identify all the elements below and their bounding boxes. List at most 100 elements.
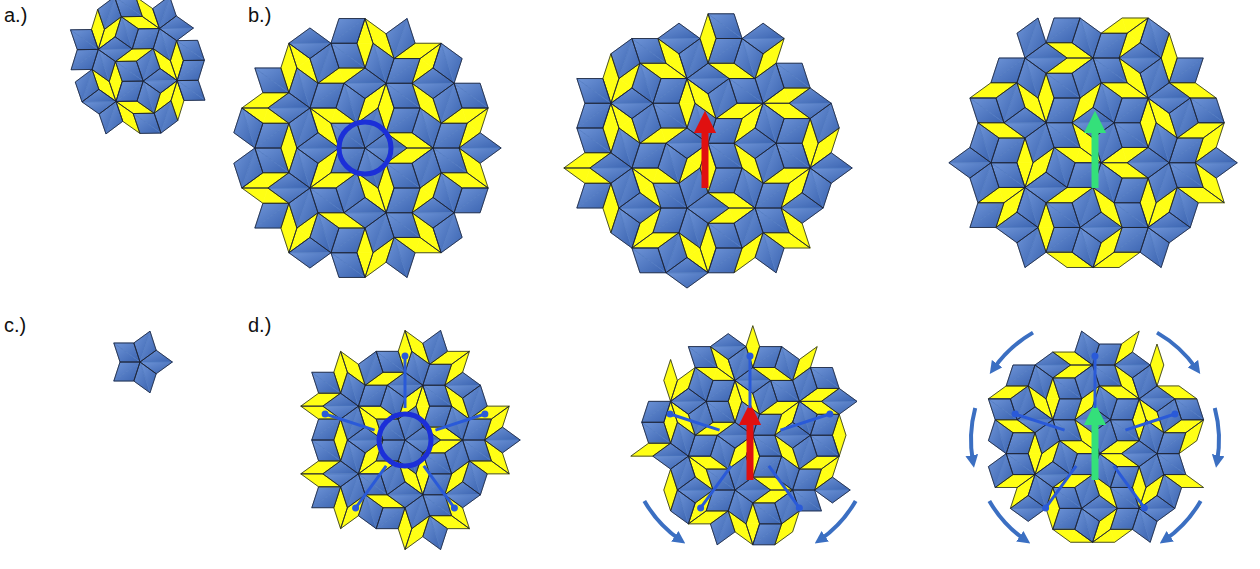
tile-edge xyxy=(318,213,339,253)
rhombus-half xyxy=(412,213,433,238)
tile-edge xyxy=(728,347,746,381)
tile-edge xyxy=(1127,18,1148,43)
tile-edge xyxy=(611,88,653,103)
tile-edge xyxy=(793,360,811,381)
tile-edge xyxy=(1046,123,1080,148)
tile-edge xyxy=(485,427,521,440)
tile-edge xyxy=(653,79,687,104)
tile-edge xyxy=(420,228,441,253)
tile-edge xyxy=(688,368,706,402)
rhombus-half xyxy=(255,123,289,148)
rhombus-half xyxy=(1072,18,1093,58)
rhombus-half xyxy=(312,440,341,461)
tile-edge xyxy=(653,103,687,128)
tile-edge xyxy=(1101,163,1122,203)
tile-edge xyxy=(331,253,365,278)
tile-edge xyxy=(386,163,420,188)
tile-edge xyxy=(1195,147,1237,162)
tile-edge xyxy=(679,159,700,184)
tile-edge xyxy=(653,183,687,208)
tile-edge xyxy=(289,68,310,108)
tile-edge xyxy=(632,168,658,183)
tile-edge xyxy=(810,143,831,168)
tile-edge xyxy=(611,168,632,208)
rhombus-half xyxy=(746,347,760,368)
tile-edge xyxy=(347,440,365,474)
tile-edge xyxy=(133,114,161,134)
tile-edge xyxy=(459,133,501,148)
tile-edge xyxy=(1198,187,1224,202)
tile-edge xyxy=(405,385,423,406)
tile-edge xyxy=(405,495,423,529)
rhombus-half xyxy=(708,14,742,39)
tile-edge xyxy=(407,148,433,163)
tile-edge xyxy=(991,58,1025,83)
tile-edge xyxy=(386,19,407,59)
rhombus-half xyxy=(1046,187,1072,202)
tile-edge xyxy=(1046,187,1072,202)
rhombus-half xyxy=(1017,187,1038,227)
tile-edge xyxy=(255,203,289,228)
tile-edge xyxy=(708,223,742,248)
tile-edge xyxy=(642,401,671,422)
tile-edge xyxy=(263,188,289,203)
tile-edge xyxy=(318,123,339,148)
tile-edge xyxy=(735,490,771,503)
tile-edge xyxy=(255,203,289,228)
rhombus-half xyxy=(832,414,846,435)
tile-edge xyxy=(677,477,713,490)
tile-edge xyxy=(717,511,735,545)
tile-edge xyxy=(653,456,689,469)
tile-edge xyxy=(255,148,289,173)
tile-edge xyxy=(688,347,717,368)
tile-edge xyxy=(405,440,441,453)
rhombus-half xyxy=(441,173,467,188)
tile-edge xyxy=(310,43,331,83)
rhombus-half xyxy=(242,93,268,108)
rhombus-half xyxy=(1038,73,1054,98)
tile-edge xyxy=(717,360,735,381)
tile-edge xyxy=(781,208,823,223)
tile-edge xyxy=(310,83,344,108)
rhombus-half xyxy=(1169,58,1203,83)
tile-edge xyxy=(491,453,509,474)
tile-edge xyxy=(1140,18,1161,58)
rhombus-half xyxy=(114,362,140,381)
tile-edge xyxy=(734,119,755,144)
tile-edge xyxy=(137,81,154,113)
tile-edge xyxy=(729,79,763,104)
rhombus-half xyxy=(312,419,341,440)
tile-edge xyxy=(1046,73,1080,98)
tile-edge xyxy=(978,123,1004,138)
tile-edge xyxy=(98,49,115,81)
tile-edge xyxy=(632,143,666,168)
tile-edge xyxy=(753,503,782,524)
tile-edge xyxy=(653,168,679,183)
tile-edge xyxy=(123,114,140,134)
tile-edge xyxy=(603,128,619,153)
tile-edge xyxy=(140,362,156,393)
tile-edge xyxy=(653,208,687,233)
tile-edge xyxy=(577,103,611,128)
tile-edge xyxy=(376,351,405,372)
tile-edge xyxy=(1156,113,1177,138)
tile-edge xyxy=(679,39,700,79)
tile-edge xyxy=(742,233,763,258)
rhombus-half xyxy=(658,23,700,38)
rhombus-half xyxy=(334,372,348,393)
tile-edge xyxy=(753,456,782,477)
rhombus-half xyxy=(1025,172,1067,187)
rhombus-half xyxy=(301,474,323,487)
rhombus-half xyxy=(810,153,852,168)
tile-edge xyxy=(115,61,143,81)
tile-edge xyxy=(1093,243,1114,268)
tile-edge xyxy=(289,43,331,58)
rhombus-half xyxy=(763,63,784,103)
tile-edge xyxy=(1114,123,1148,148)
tile-edge xyxy=(735,380,771,393)
tile-edge xyxy=(1046,227,1080,252)
tile-edge xyxy=(1054,147,1075,187)
tile-edge xyxy=(688,435,717,456)
rhombus-half xyxy=(242,188,268,203)
tile-edge xyxy=(735,524,753,545)
